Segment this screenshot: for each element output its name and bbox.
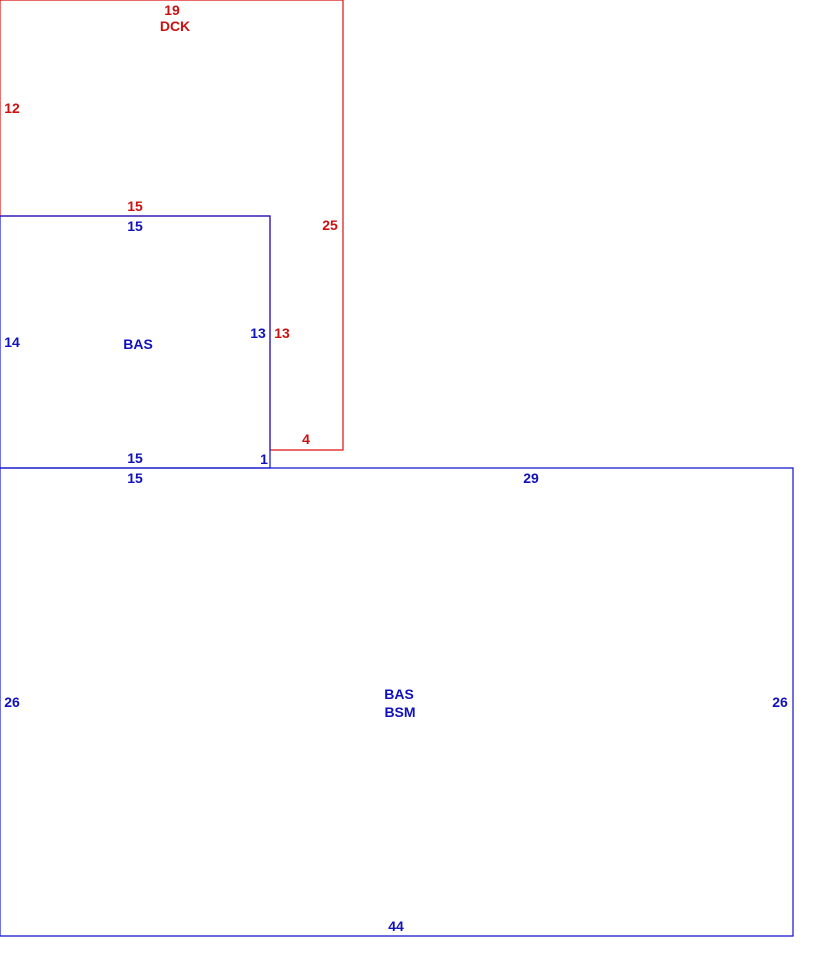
bas-lower-left-dimension: 26 — [4, 694, 20, 710]
bas-upper-area-label: BAS — [123, 336, 153, 352]
bas-lower-outline — [0, 467, 794, 937]
bas-lower-area-label: BAS — [384, 686, 414, 702]
dck-inner-top-dimension: 15 — [127, 198, 143, 214]
dck-inner-right-dimension: 13 — [274, 325, 290, 341]
bas-upper-right-dimension: 13 — [250, 325, 266, 341]
bas-upper-bottom-dimension: 15 — [127, 450, 143, 466]
bas-lower-right-dimension: 26 — [772, 694, 788, 710]
dck-left-dimension: 12 — [4, 100, 20, 116]
bas-lower-top-left-dimension: 15 — [127, 470, 143, 486]
dck-bottom-step-dimension: 4 — [302, 431, 310, 447]
bas-lower-bottom-dimension: 44 — [388, 918, 404, 934]
dck-area-label: DCK — [160, 18, 190, 34]
dck-right-dimension: 25 — [322, 217, 338, 233]
bas-upper-left-dimension: 14 — [4, 334, 20, 350]
bas-lower-top-right-dimension: 29 — [523, 470, 539, 486]
bas-upper-top-dimension: 15 — [127, 218, 143, 234]
bsm-area-label: BSM — [384, 704, 415, 720]
dck-top-dimension: 19 — [164, 2, 180, 18]
bas-upper-step-dimension: 1 — [260, 451, 268, 467]
dck-outline — [0, 0, 344, 451]
